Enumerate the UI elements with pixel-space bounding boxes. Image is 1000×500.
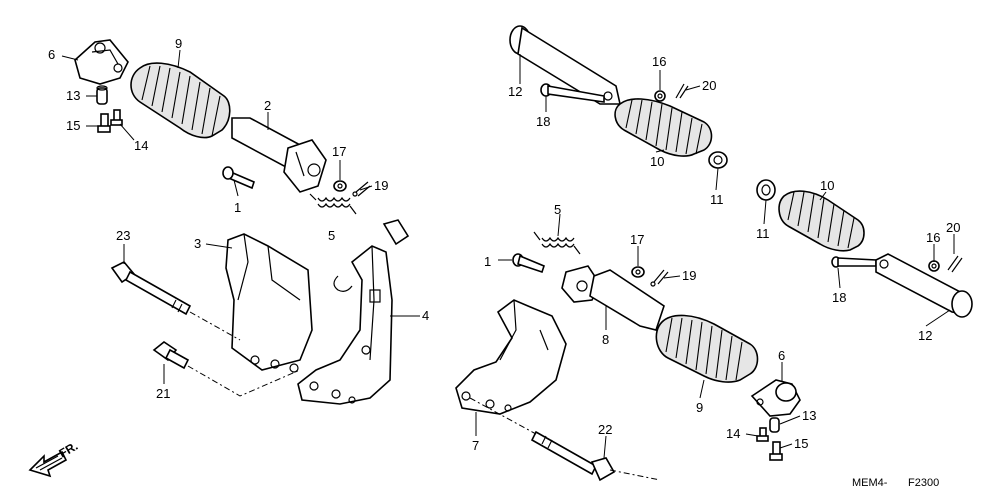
part-20-cotter-upper — [675, 83, 689, 99]
callout-7: 7 — [472, 438, 479, 453]
callout-3: 3 — [194, 236, 201, 251]
part-20-cotter-right — [947, 255, 963, 273]
part-6-pivot-cap-left — [74, 39, 129, 85]
part-14-screw-right — [756, 427, 769, 442]
part-10-rubber-upper — [614, 98, 713, 157]
diagram-code-right: F2300 — [908, 477, 939, 489]
callout-11-upper: 11 — [710, 192, 724, 207]
front-direction-arrow: FR. — [28, 439, 80, 478]
part-15-bolt-right — [769, 441, 783, 461]
callout-19-left: 19 — [374, 178, 388, 193]
callout-19-right: 19 — [682, 268, 696, 283]
part-11-plate-upper — [708, 151, 728, 169]
part-12-peg-arm-upper — [509, 25, 621, 105]
callout-6-left: 6 — [48, 47, 55, 62]
callout-4: 4 — [422, 308, 429, 323]
part-9-rubber-right — [655, 314, 759, 383]
callout-15-left: 15 — [66, 118, 80, 133]
part-5-spring-right — [533, 231, 581, 255]
part-13-collar-left — [96, 85, 108, 105]
callout-17-right: 17 — [630, 232, 644, 247]
part-21-short-bolt — [152, 341, 190, 370]
callout-1-left: 1 — [234, 200, 241, 215]
part-14-screw-left — [110, 109, 123, 126]
callout-13-right: 13 — [802, 408, 816, 423]
callout-2: 2 — [264, 98, 271, 113]
part-19-cotter-right — [650, 269, 669, 287]
callout-1-right: 1 — [484, 254, 491, 269]
callout-6-right: 6 — [778, 348, 785, 363]
callout-20-upper: 20 — [702, 78, 716, 93]
part-1-pin-left — [222, 166, 255, 190]
callout-20-right: 20 — [946, 220, 960, 235]
part-17-washer-right — [631, 266, 645, 278]
callout-10-upper: 10 — [650, 154, 664, 169]
callout-14-right: 14 — [726, 426, 740, 441]
callout-14-left: 14 — [134, 138, 148, 153]
callout-18-right: 18 — [832, 290, 846, 305]
part-16-washer-upper — [654, 90, 666, 102]
part-8-footpeg-bar — [561, 265, 665, 331]
callout-16-right: 16 — [926, 230, 940, 245]
callout-8: 8 — [602, 332, 609, 347]
part-11-plate-lower — [756, 179, 776, 201]
callout-11-lower: 11 — [756, 226, 770, 241]
callout-15-right: 15 — [794, 436, 808, 451]
part-18-pin-upper — [540, 83, 605, 103]
part-3-heel-guard — [225, 233, 313, 373]
callout-10-lower: 10 — [820, 178, 834, 193]
part-18-pin-right — [831, 256, 877, 268]
part-9-rubber-left — [130, 62, 231, 139]
callout-12-upper: 12 — [508, 84, 522, 99]
callout-23: 23 — [116, 228, 130, 243]
part-22-long-bolt — [530, 430, 616, 482]
part-1-pin-right — [512, 253, 545, 274]
callout-16-upper: 16 — [652, 54, 666, 69]
callout-13-left: 13 — [66, 88, 80, 103]
callout-21: 21 — [156, 386, 170, 401]
callout-9-right: 9 — [696, 400, 703, 415]
part-15-bolt-left — [97, 113, 111, 133]
part-5-spring-left — [309, 193, 357, 215]
part-6-pivot-cap-right — [750, 379, 801, 417]
callout-18-upper: 18 — [536, 114, 550, 129]
part-4-bracket — [297, 219, 410, 405]
callout-17-left: 17 — [332, 144, 346, 159]
leader-lines — [61, 49, 955, 459]
part-23-long-bolt — [110, 261, 192, 316]
callout-12-right: 12 — [918, 328, 932, 343]
part-12-peg-arm-right — [875, 253, 973, 318]
callout-5-left: 5 — [328, 228, 335, 243]
part-17-washer-left — [333, 180, 347, 192]
diagram-code-left: MEM4- — [852, 477, 888, 489]
part-16-washer-right — [928, 260, 940, 272]
part-7-bracket — [455, 299, 567, 415]
callout-22: 22 — [598, 422, 612, 437]
callout-9-left: 9 — [175, 36, 182, 51]
part-2-footpeg-bar — [231, 117, 327, 193]
callout-labels: 6 9 13 15 14 2 17 19 1 5 23 3 4 21 12 18… — [48, 36, 960, 453]
part-10-rubber-lower — [778, 190, 865, 252]
callout-5-right: 5 — [554, 202, 561, 217]
part-13-collar-right — [769, 417, 780, 433]
